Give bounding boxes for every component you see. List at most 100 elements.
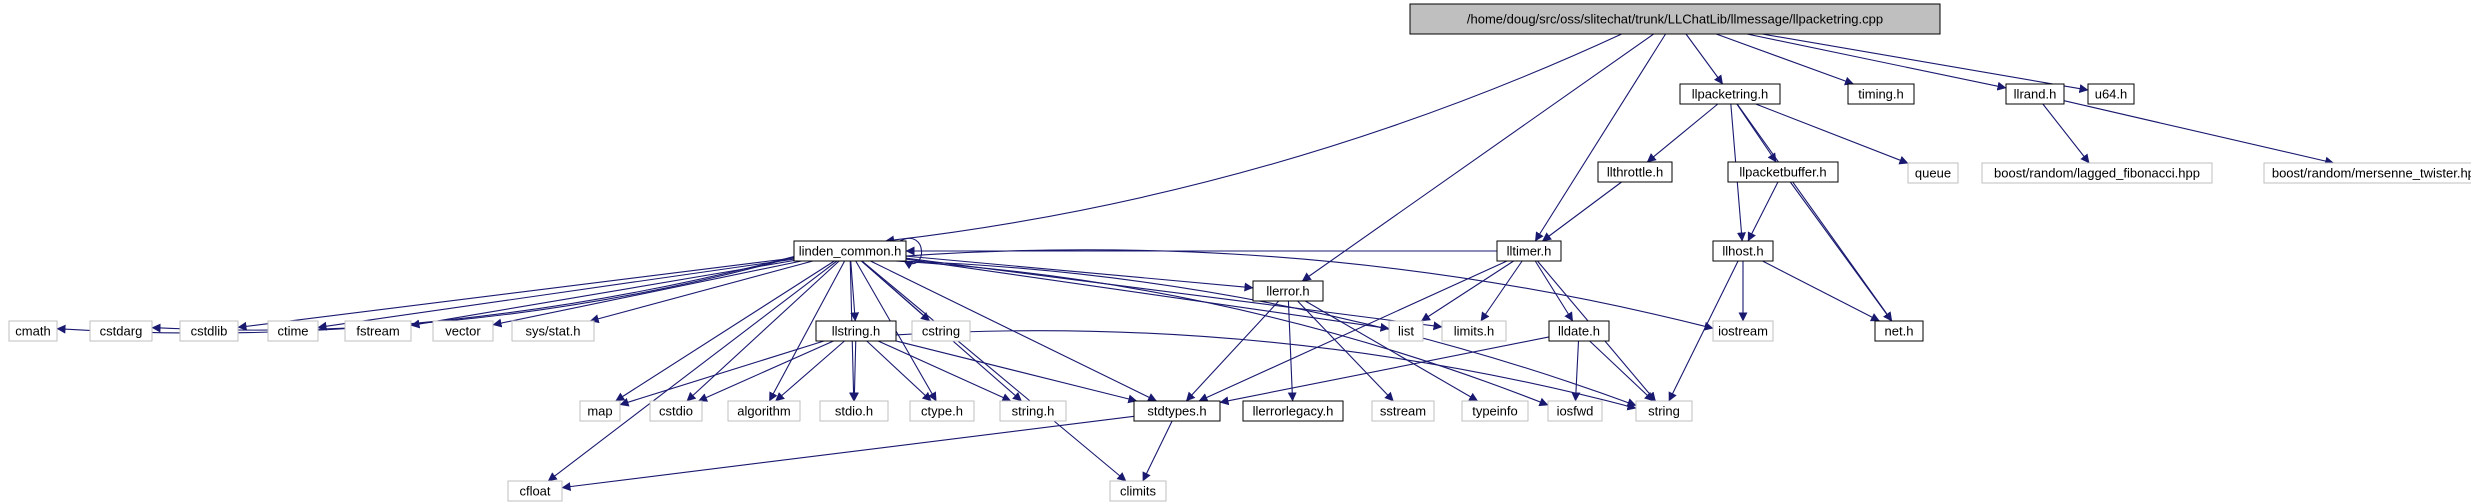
node-box: [1496, 240, 1562, 262]
edge-llpacketring_h-to-queue: [1755, 103, 1909, 165]
node-cstring: cstring: [911, 320, 971, 342]
node-box: [1679, 83, 1781, 105]
node-label: ctime: [277, 324, 308, 339]
node-label: llerror.h: [1266, 284, 1309, 299]
node-stdio: stdio.h: [819, 400, 889, 422]
node-box: [1548, 320, 1610, 342]
edge-llpacketring_h-to-llthrottle: [1646, 103, 1719, 163]
edge-linden_common-to-linden_common: [899, 238, 923, 270]
node-limits: limits.h: [1441, 320, 1507, 342]
node-label: limits.h: [1454, 324, 1494, 339]
node-label: stdio.h: [835, 404, 873, 419]
edge-linden_common-to-map: [615, 260, 835, 402]
node-box: [1597, 161, 1673, 183]
node-box: [909, 400, 975, 422]
node-box: [1388, 320, 1424, 342]
node-box: [2263, 162, 2471, 184]
node-label: stdtypes.h: [1147, 404, 1206, 419]
edge-lltimer-to-limits: [1480, 260, 1523, 322]
node-root[interactable]: /home/doug/src/oss/slitechat/trunk/LLCha…: [1409, 3, 1941, 35]
node-llrand[interactable]: llrand.h: [2005, 83, 2065, 105]
edge-linden_common-to-llstring: [850, 260, 860, 322]
node-box: [999, 400, 1067, 422]
node-ctype: ctype.h: [909, 400, 975, 422]
node-label: cstdarg: [100, 324, 143, 339]
node-llhost[interactable]: llhost.h: [1712, 240, 1774, 262]
node-box: [1712, 240, 1774, 262]
edge-llrand-to-boost_lagged: [2042, 103, 2090, 164]
node-box: [1409, 3, 1941, 35]
edge-llerror-to-typeinfo: [1304, 300, 1479, 402]
edge-linden_common-to-cstdio: [686, 260, 840, 402]
node-cstdio: cstdio: [649, 400, 703, 422]
node-cmath: cmath: [8, 320, 58, 342]
edge-llerror-to-sstream: [1297, 300, 1394, 402]
node-box: [1847, 83, 1915, 105]
node-label: string: [1648, 404, 1680, 419]
node-box: [432, 320, 494, 342]
node-label: list: [1398, 324, 1414, 339]
node-llerror[interactable]: llerror.h: [1252, 280, 1324, 302]
edge-root-to-llerror: [1301, 33, 1654, 282]
node-linden_common[interactable]: linden_common.h: [793, 240, 907, 262]
node-box: [89, 320, 153, 342]
edge-layer: [56, 33, 2335, 492]
node-box: [267, 320, 319, 342]
node-timing[interactable]: timing.h: [1847, 83, 1915, 105]
node-box: [344, 320, 412, 342]
node-label: linden_common.h: [799, 244, 902, 259]
node-label: fstream: [356, 324, 399, 339]
node-box: [793, 240, 907, 262]
node-label: /home/doug/src/oss/slitechat/trunk/LLCha…: [1467, 12, 1883, 27]
node-string_h: string.h: [999, 400, 1067, 422]
node-cfloat: cfloat: [507, 480, 563, 502]
node-label: llpacketring.h: [1692, 87, 1769, 102]
edge-root-to-timing: [1716, 33, 1854, 86]
node-llpacketbuffer[interactable]: llpacketbuffer.h: [1727, 161, 1839, 183]
edge-linden_common-to-llerror: [905, 255, 1254, 292]
node-vector: vector: [432, 320, 494, 342]
node-label: iostream: [1718, 324, 1768, 339]
edge-llpacketbuffer-to-net: [1789, 181, 1893, 322]
node-box: [2087, 83, 2135, 105]
edge-llhost-to-net: [1762, 260, 1880, 322]
node-lltimer[interactable]: lltimer.h: [1496, 240, 1562, 262]
node-box: [1371, 400, 1435, 422]
edge-linden_common-to-vector: [492, 260, 802, 328]
node-llthrottle[interactable]: llthrottle.h: [1597, 161, 1673, 183]
node-net[interactable]: net.h: [1874, 320, 1924, 342]
edge-lltimer-to-list: [1421, 260, 1514, 322]
node-sstream: sstream: [1371, 400, 1435, 422]
node-llpacketring_h[interactable]: llpacketring.h: [1679, 83, 1781, 105]
node-label: llerrorlegacy.h: [1253, 404, 1334, 419]
node-box: [727, 400, 801, 422]
edge-llrand-to-boost_mt: [2063, 100, 2335, 166]
node-label: sys/stat.h: [526, 324, 581, 339]
node-box: [1461, 400, 1529, 422]
node-lldate[interactable]: lldate.h: [1548, 320, 1610, 342]
edge-lldate-to-string: [1589, 340, 1654, 402]
edge-root-to-lltimer: [1534, 33, 1667, 242]
node-box: [8, 320, 58, 342]
node-layer: /home/doug/src/oss/slitechat/trunk/LLCha…: [8, 3, 2471, 502]
node-u64[interactable]: u64.h: [2087, 83, 2135, 105]
node-label: timing.h: [1858, 87, 1904, 102]
node-box: [649, 400, 703, 422]
edge-linden_common-to-climits: [861, 260, 1127, 482]
edge-llerror-to-stdtypes: [1185, 300, 1280, 402]
node-string: string: [1635, 400, 1693, 422]
node-llstring[interactable]: llstring.h: [815, 320, 897, 342]
node-label: u64.h: [2095, 87, 2128, 102]
node-map: map: [579, 400, 621, 422]
edge-llstring-to-ctype: [866, 340, 932, 402]
edge-llstring-to-algorithm: [775, 340, 845, 402]
edge-llpacketring_h-to-net: [1736, 103, 1893, 322]
node-queue: queue: [1907, 162, 1959, 184]
node-label: vector: [445, 324, 481, 339]
node-stdtypes[interactable]: stdtypes.h: [1133, 400, 1221, 422]
edge-linden_common-to-cmath: [56, 255, 795, 334]
node-label: net.h: [1885, 324, 1914, 339]
edge-stdtypes-to-climits: [1142, 420, 1173, 482]
node-box: [1252, 280, 1324, 302]
node-llerrorlegacy[interactable]: llerrorlegacy.h: [1242, 400, 1344, 422]
